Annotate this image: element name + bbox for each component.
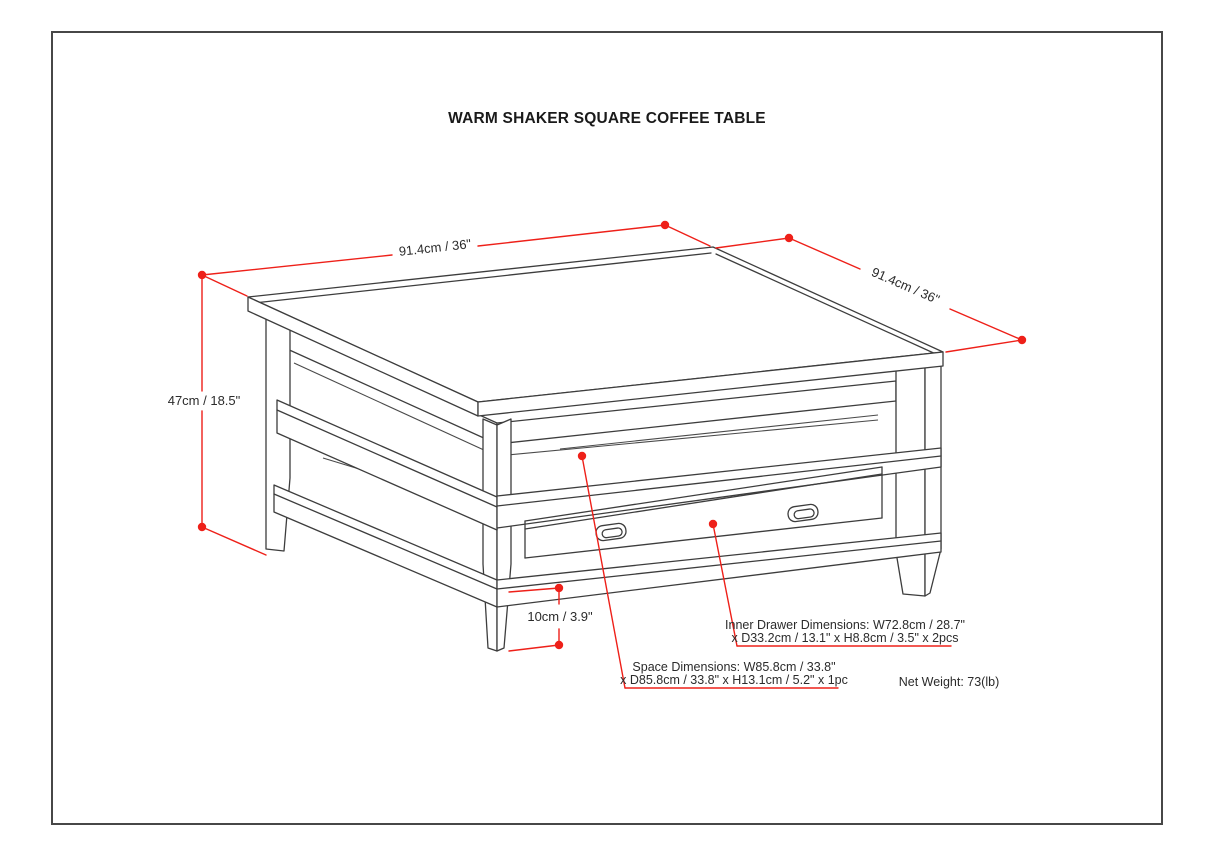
- inner-drawer-dimensions-line2: x D33.2cm / 13.1" x H8.8cm / 3.5" x 2pcs: [731, 631, 958, 645]
- inner-drawer-dimensions-line1: Inner Drawer Dimensions: W72.8cm / 28.7": [725, 618, 965, 632]
- coffee-table-drawing: [247, 246, 944, 652]
- dimension-clearance: 10cm / 3.9": [508, 583, 593, 652]
- space-dimensions-line1: Space Dimensions: W85.8cm / 33.8": [632, 660, 835, 674]
- right-leg-side-face: [924, 354, 942, 597]
- dimension-overlay: 91.4cm / 36" 91.4cm / 36" 47cm / 18.5": [168, 220, 1027, 689]
- bottom-rail-right: [496, 532, 942, 608]
- dimension-label-clearance: 10cm / 3.9": [527, 609, 593, 624]
- dimension-height: 47cm / 18.5": [168, 274, 267, 556]
- space-dimensions-line2: x D85.8cm / 33.8" x H13.1cm / 5.2" x 1pc: [620, 673, 848, 687]
- drawer-pull-left: [595, 522, 627, 542]
- bottom-rails: [273, 484, 942, 608]
- dimension-label-top-width: 91.4cm / 36": [398, 236, 472, 259]
- net-weight-note: Net Weight: 73(lb): [899, 675, 1000, 689]
- front-leg-left-face: [482, 418, 498, 652]
- shelf-front-right: [496, 447, 942, 529]
- dimension-label-top-depth: 91.4cm / 36": [869, 264, 942, 307]
- leader-inner-drawer-dimensions: Inner Drawer Dimensions: W72.8cm / 28.7"…: [708, 519, 965, 647]
- tabletop-edge-right: [477, 351, 944, 417]
- page-border: [51, 31, 1163, 825]
- tabletop: [247, 246, 944, 417]
- leader-space-dimensions: Space Dimensions: W85.8cm / 33.8" x D85.…: [577, 451, 848, 689]
- drawer-front: [524, 466, 883, 559]
- dimension-label-height: 47cm / 18.5": [168, 393, 241, 408]
- drawer-pull-right: [787, 503, 819, 523]
- shelf-front-left: [276, 399, 498, 531]
- page-title: WARM SHAKER SQUARE COFFEE TABLE: [448, 110, 766, 127]
- front-leg-right-face: [496, 418, 512, 652]
- right-leg-front-face: [895, 361, 926, 597]
